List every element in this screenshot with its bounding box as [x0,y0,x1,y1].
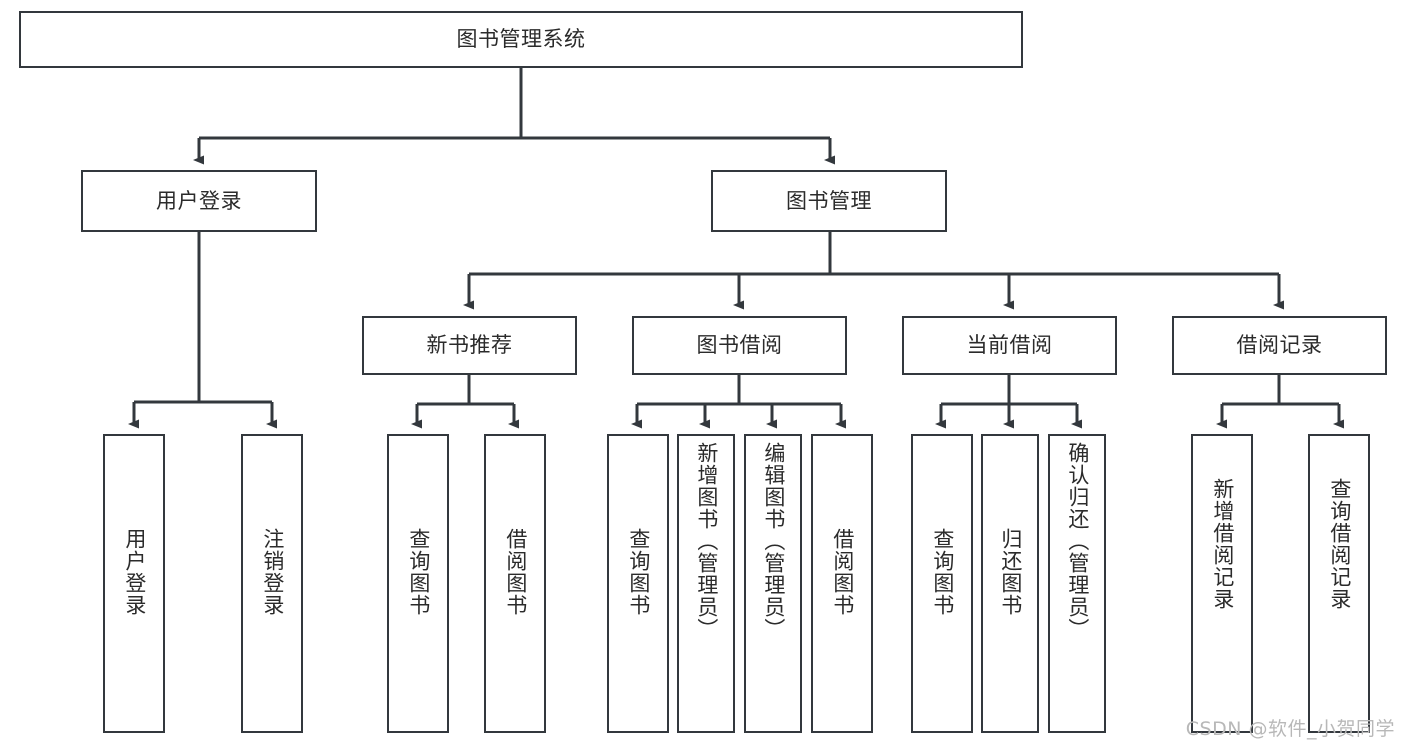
leaf-label: 借阅图书 [830,528,855,616]
node-borrow-record[interactable]: 借阅记录 [1172,316,1387,375]
leaf-query-book-current[interactable]: 查询图书 [911,434,973,733]
leaf-add-borrow-record[interactable]: 新增借阅记录 [1191,434,1253,733]
node-label: 借阅记录 [1236,333,1323,358]
leaf-label: 编辑图书（管理员） [761,442,786,640]
leaf-label: 查询借阅记录 [1327,478,1352,610]
leaf-label: 借阅图书 [503,528,528,616]
node-book-management[interactable]: 图书管理 [711,170,947,232]
leaf-label: 查询图书 [930,528,955,616]
node-new-book-recommend[interactable]: 新书推荐 [362,316,577,375]
leaf-label: 用户登录 [122,528,147,616]
leaf-label: 确认归还（管理员） [1065,442,1090,640]
leaf-query-borrow-record[interactable]: 查询借阅记录 [1308,434,1370,733]
leaf-borrow-book[interactable]: 借阅图书 [811,434,873,733]
node-current-borrow[interactable]: 当前借阅 [902,316,1117,375]
leaf-add-book-admin[interactable]: 新增图书（管理员） [677,434,735,733]
leaf-return-book[interactable]: 归还图书 [981,434,1039,733]
leaf-query-book-recommend[interactable]: 查询图书 [387,434,449,733]
leaf-label: 新增借阅记录 [1210,478,1235,610]
node-book-borrow[interactable]: 图书借阅 [632,316,847,375]
leaf-label: 新增图书（管理员） [694,442,719,640]
node-label: 新书推荐 [426,333,513,358]
leaf-user-login[interactable]: 用户登录 [103,434,165,733]
leaf-query-book-borrow[interactable]: 查询图书 [607,434,669,733]
leaf-borrow-book-recommend[interactable]: 借阅图书 [484,434,546,733]
leaf-label: 查询图书 [406,528,431,616]
node-label: 用户登录 [156,188,242,213]
node-label: 图书管理 [786,188,872,213]
leaf-edit-book-admin[interactable]: 编辑图书（管理员） [744,434,802,733]
node-label: 图书借阅 [696,333,783,358]
watermark: CSDN @软件_小贺同学 [1185,718,1395,740]
node-label: 图书管理系统 [456,27,586,52]
node-label: 当前借阅 [966,333,1053,358]
node-user-login[interactable]: 用户登录 [81,170,317,232]
leaf-label: 归还图书 [998,528,1023,616]
leaf-label: 注销登录 [260,528,285,616]
node-root-library-management-system[interactable]: 图书管理系统 [19,11,1023,68]
leaf-confirm-return-admin[interactable]: 确认归还（管理员） [1048,434,1106,733]
leaf-logout[interactable]: 注销登录 [241,434,303,733]
leaf-label: 查询图书 [626,528,651,616]
